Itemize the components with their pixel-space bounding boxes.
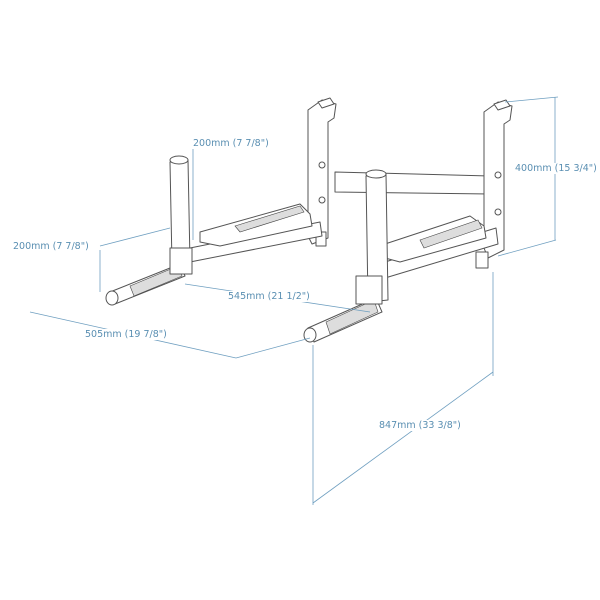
right-wall-bracket xyxy=(475,99,513,269)
left-arm xyxy=(105,155,323,306)
right-arm xyxy=(303,169,499,343)
handle-length-label: 200mm (7 7/8") xyxy=(12,241,90,252)
inner-width-label: 545mm (21 1/2") xyxy=(227,291,311,302)
depth-label: 505mm (19 7/8") xyxy=(84,329,168,340)
dimension-lines xyxy=(29,96,559,505)
back-crossbar xyxy=(334,171,491,195)
mount-height-label: 400mm (15 3/4") xyxy=(514,163,598,174)
post-height-label: 200mm (7 7/8") xyxy=(192,138,270,149)
overall-width-label: 847mm (33 3/8") xyxy=(378,420,462,431)
